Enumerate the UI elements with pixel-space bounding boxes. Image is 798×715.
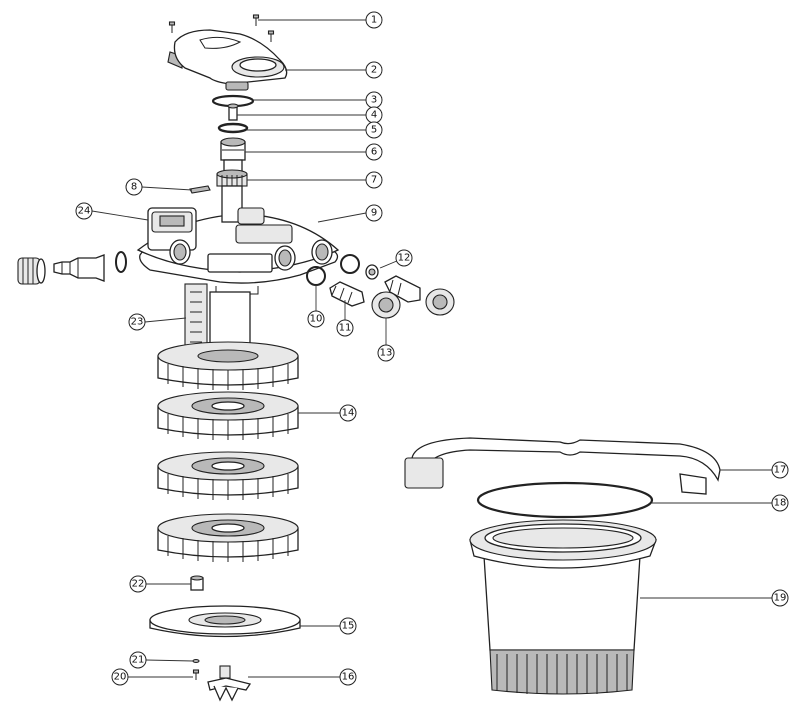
callout-9-label: 9 xyxy=(371,208,377,219)
callout-17: 17 xyxy=(771,461,789,479)
callout-21: 21 xyxy=(129,651,147,669)
callout-11-label: 11 xyxy=(339,323,352,334)
callout-2: 2 xyxy=(365,61,383,79)
callout-4: 4 xyxy=(365,106,383,124)
callout-3: 3 xyxy=(365,91,383,109)
callout-8: 8 xyxy=(125,178,143,196)
part-nut-7 xyxy=(216,169,248,187)
callout-16-label: 16 xyxy=(342,672,355,683)
leader-lines xyxy=(91,19,772,678)
callout-15: 15 xyxy=(339,617,357,635)
callout-5: 5 xyxy=(365,121,383,139)
part-pin-21 xyxy=(192,658,200,664)
callout-9: 9 xyxy=(365,204,383,222)
callout-16: 16 xyxy=(339,668,357,686)
callout-18-label: 18 xyxy=(774,498,787,509)
callout-20-label: 20 xyxy=(114,672,127,683)
callout-10: 10 xyxy=(307,310,325,328)
part-nuts-13 xyxy=(371,288,455,319)
callout-15-label: 15 xyxy=(342,621,355,632)
callout-8-label: 8 xyxy=(131,182,137,193)
part-shaft-6 xyxy=(220,137,246,175)
part-base-plate-15 xyxy=(149,605,301,638)
callout-14: 14 xyxy=(339,404,357,422)
callout-23: 23 xyxy=(128,313,146,331)
callout-2-label: 2 xyxy=(371,65,377,76)
callout-14-label: 14 xyxy=(342,408,355,419)
part-seal-18 xyxy=(476,481,654,519)
callout-22-label: 22 xyxy=(132,579,145,590)
callout-23-label: 23 xyxy=(131,317,144,328)
callout-24: 24 xyxy=(75,202,93,220)
part-connector-12 xyxy=(365,264,421,303)
callout-21-label: 21 xyxy=(132,655,145,666)
callout-7: 7 xyxy=(365,171,383,189)
callout-17-label: 17 xyxy=(774,465,787,476)
part-filter-rings-14 xyxy=(157,341,299,562)
callout-3-label: 3 xyxy=(371,95,377,106)
callout-24-label: 24 xyxy=(78,206,91,217)
part-cap-22 xyxy=(190,575,204,591)
part-clip-8 xyxy=(189,185,211,194)
callout-11: 11 xyxy=(336,319,354,337)
part-top-cover xyxy=(167,29,288,91)
part-filter-head xyxy=(136,185,340,295)
callout-13-label: 13 xyxy=(380,348,393,359)
part-screw-20 xyxy=(192,669,200,680)
part-clamp-17 xyxy=(404,437,721,495)
callout-19: 19 xyxy=(771,589,789,607)
part-ring-5 xyxy=(217,122,249,134)
callout-4-label: 4 xyxy=(371,110,377,121)
callout-13: 13 xyxy=(377,344,395,362)
callout-10-label: 10 xyxy=(310,314,323,325)
callout-1: 1 xyxy=(365,11,383,29)
callout-6-label: 6 xyxy=(371,147,377,158)
callout-19-label: 19 xyxy=(774,593,787,604)
part-left-connector xyxy=(17,251,127,285)
callout-1-label: 1 xyxy=(371,15,377,26)
callout-5-label: 5 xyxy=(371,125,377,136)
part-impeller-16 xyxy=(207,665,252,702)
callout-18: 18 xyxy=(771,494,789,512)
callout-12-label: 12 xyxy=(398,253,411,264)
part-pin-4 xyxy=(227,103,239,121)
callout-12: 12 xyxy=(395,249,413,267)
part-filter-body-19 xyxy=(469,519,657,695)
callout-20: 20 xyxy=(111,668,129,686)
part-screws xyxy=(168,14,275,42)
callout-22: 22 xyxy=(129,575,147,593)
callout-6: 6 xyxy=(365,143,383,161)
part-connector-11 xyxy=(329,281,365,307)
callout-7-label: 7 xyxy=(371,175,377,186)
